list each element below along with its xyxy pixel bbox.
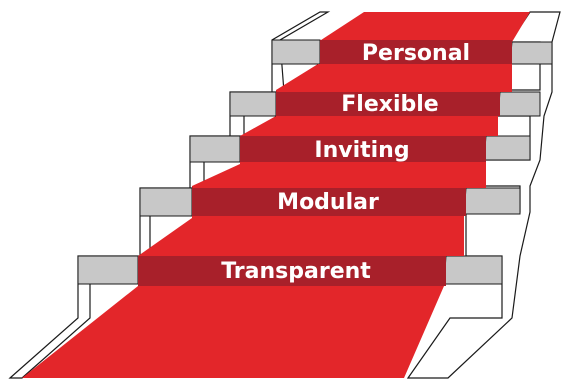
step-label-inviting: Inviting xyxy=(314,138,410,163)
step-face-right-4 xyxy=(463,187,521,215)
step-face-right-2 xyxy=(497,91,541,117)
step-face-left-5 xyxy=(77,255,139,285)
carpet-riser-2 xyxy=(276,116,498,136)
step-face-left-2 xyxy=(229,91,277,117)
carpet-band-1 xyxy=(320,40,512,66)
step-face-right-5 xyxy=(443,255,503,285)
step-label-modular: Modular xyxy=(277,190,379,215)
step-face-right-3 xyxy=(483,135,531,161)
step-face-left-1 xyxy=(271,39,321,65)
step-face-left-3 xyxy=(189,135,241,163)
carpet-riser-4 xyxy=(192,216,464,256)
carpet-band-4 xyxy=(192,188,466,216)
step-label-personal: Personal xyxy=(361,41,471,66)
carpet-riser-3 xyxy=(240,162,486,188)
carpet-riser-1 xyxy=(318,64,512,92)
step-label-transparent: Transparent xyxy=(221,259,371,284)
carpet-band-3 xyxy=(240,136,486,162)
step-face-right-1 xyxy=(509,41,553,65)
carpet-band-5 xyxy=(138,256,446,286)
step-face-left-4 xyxy=(139,187,193,217)
carpet-band-2 xyxy=(276,92,500,116)
step-label-flexible: Flexible xyxy=(341,92,439,117)
